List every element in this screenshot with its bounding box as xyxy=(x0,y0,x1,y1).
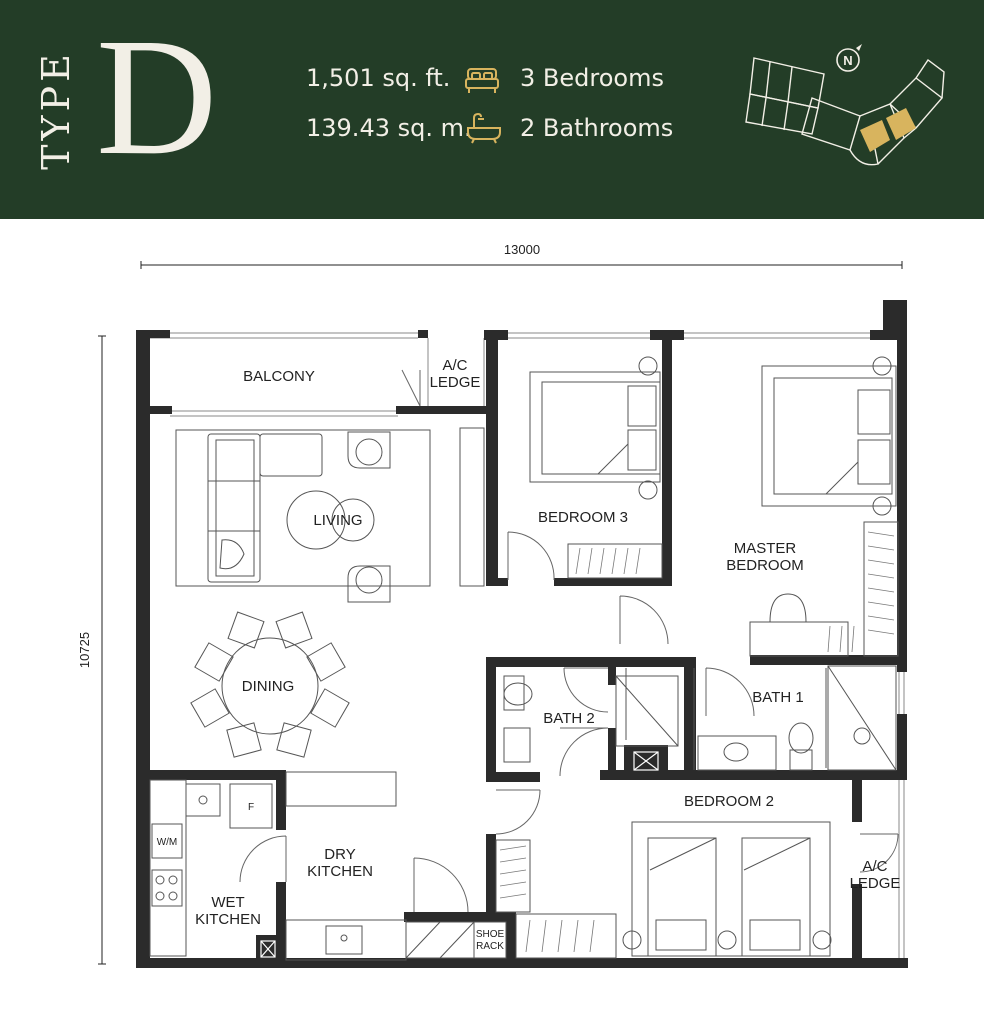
master-bed xyxy=(749,356,899,657)
duct-marks xyxy=(260,751,659,958)
room-ac-ledge-top-line2: LEDGE xyxy=(430,374,481,391)
height-dimension-line xyxy=(98,335,106,965)
room-master-bedroom-line1: MASTER xyxy=(734,540,797,557)
room-dry-kitchen-line2: KITCHEN xyxy=(307,863,373,880)
area-sqm: 139.43 sq. m. xyxy=(306,114,472,142)
living-furniture xyxy=(175,427,485,603)
bathtub-icon xyxy=(467,112,501,144)
room-bedroom-2: BEDROOM 2 xyxy=(684,793,774,810)
type-word-text: TYPE xyxy=(34,50,78,170)
key-plan: N xyxy=(745,44,945,166)
width-dimension: 13000 xyxy=(504,242,540,257)
header-banner: TYPE D 1,501 sq. ft. 139.43 sq. m. 3 Bed… xyxy=(0,0,984,219)
bathrooms-count: 2 Bathrooms xyxy=(520,114,674,142)
room-ac-ledge-bottom-line2: LEDGE xyxy=(850,875,901,892)
bedroom3-wardrobe xyxy=(575,547,641,575)
floor-plan: 13000 10725 xyxy=(77,242,908,968)
door-swings xyxy=(239,369,899,913)
room-bath-2: BATH 2 xyxy=(543,710,594,727)
area-sqft: 1,501 sq. ft. xyxy=(306,64,451,92)
unit-highlight-left xyxy=(860,120,890,152)
washing-machine-label: W/M xyxy=(157,837,178,848)
bedrooms-count: 3 Bedrooms xyxy=(520,64,664,92)
bedroom2-wardrobe xyxy=(499,845,595,953)
walls xyxy=(136,300,908,968)
room-bedroom-3: BEDROOM 3 xyxy=(538,509,628,526)
room-living: LIVING xyxy=(313,512,362,529)
room-balcony: BALCONY xyxy=(243,368,315,385)
bath1-fixtures xyxy=(697,665,897,771)
dining-table xyxy=(190,611,350,758)
room-ac-ledge-bottom-line1: A/C xyxy=(862,858,887,875)
room-dining: DINING xyxy=(242,678,295,695)
unit-highlight-right xyxy=(886,108,916,140)
compass-label: N xyxy=(843,53,852,68)
width-dimension-line xyxy=(140,261,903,269)
room-wet-kitchen-line2: KITCHEN xyxy=(195,911,261,928)
bedroom2-beds xyxy=(495,821,832,959)
master-wardrobe xyxy=(827,531,895,653)
shoe-rack-line2: RACK xyxy=(476,941,504,952)
room-ac-ledge-top-line1: A/C xyxy=(442,357,467,374)
sliding-doors xyxy=(625,668,827,770)
shoe-rack-line1: SHOE xyxy=(476,929,505,940)
key-plan-outline xyxy=(745,57,945,166)
room-wet-kitchen-line1: WET xyxy=(211,894,244,911)
type-letter: D xyxy=(96,4,218,190)
room-master-bedroom-line2: BEDROOM xyxy=(726,557,804,574)
fridge-label: F xyxy=(248,802,254,813)
bedroom3-furniture xyxy=(529,356,663,579)
bed-icon xyxy=(465,68,499,93)
room-bath-1: BATH 1 xyxy=(752,689,803,706)
bath2-fixtures xyxy=(503,675,679,763)
room-dry-kitchen-line1: DRY xyxy=(324,846,355,863)
height-dimension: 10725 xyxy=(77,632,92,668)
wet-kitchen-fixtures xyxy=(149,779,273,957)
window-lines xyxy=(150,332,905,960)
dry-kitchen-fixtures xyxy=(285,771,507,961)
compass-icon: N xyxy=(836,44,862,72)
